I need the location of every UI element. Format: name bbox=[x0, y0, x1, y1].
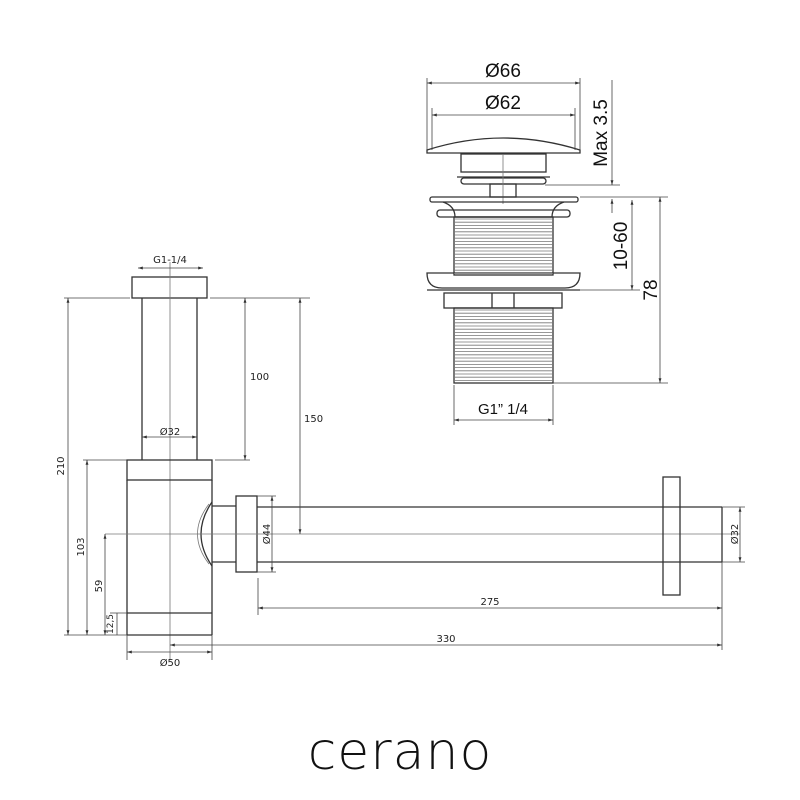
click-clack-waste bbox=[426, 137, 581, 384]
outlet-axis-height-label: 59 bbox=[94, 580, 105, 593]
siphon-dimensions: G1-1/4 210 103 59 12,5 Ø32 Ø50 100 150 Ø… bbox=[56, 255, 745, 669]
body-height-label: 103 bbox=[76, 537, 87, 556]
cap-outer-diameter-label: Ø66 bbox=[485, 61, 521, 82]
outlet-pipe-diameter-label: Ø32 bbox=[729, 524, 741, 545]
outlet-length-label: 275 bbox=[480, 597, 499, 608]
pipe-diameter-label: Ø32 bbox=[160, 426, 181, 438]
waste-dimensions: Ø66 Ø62 Max 3.5 10-60 78 G1” 1/4 bbox=[426, 61, 668, 425]
cap-inner-diameter-label: Ø62 bbox=[485, 93, 521, 114]
waste-thread-label: G1” 1/4 bbox=[478, 401, 528, 418]
upper-pipe-length-label: 100 bbox=[250, 372, 269, 383]
counter-thickness-label: 10-60 bbox=[611, 222, 632, 271]
total-length-label: 330 bbox=[436, 634, 455, 645]
bottle-siphon bbox=[105, 262, 740, 660]
outlet-height-label: 150 bbox=[304, 414, 323, 425]
waste-height-label: 78 bbox=[641, 279, 662, 300]
flange-diameter-label: Ø44 bbox=[261, 524, 273, 545]
bottom-band-height-label: 12,5 bbox=[106, 614, 116, 634]
total-height-label: 210 bbox=[56, 456, 67, 475]
cap-max-height-label: Max 3.5 bbox=[591, 99, 612, 167]
body-diameter-label: Ø50 bbox=[160, 657, 181, 669]
inlet-thread-label: G1-1/4 bbox=[153, 255, 187, 266]
brand-logo: cerano bbox=[307, 722, 493, 782]
